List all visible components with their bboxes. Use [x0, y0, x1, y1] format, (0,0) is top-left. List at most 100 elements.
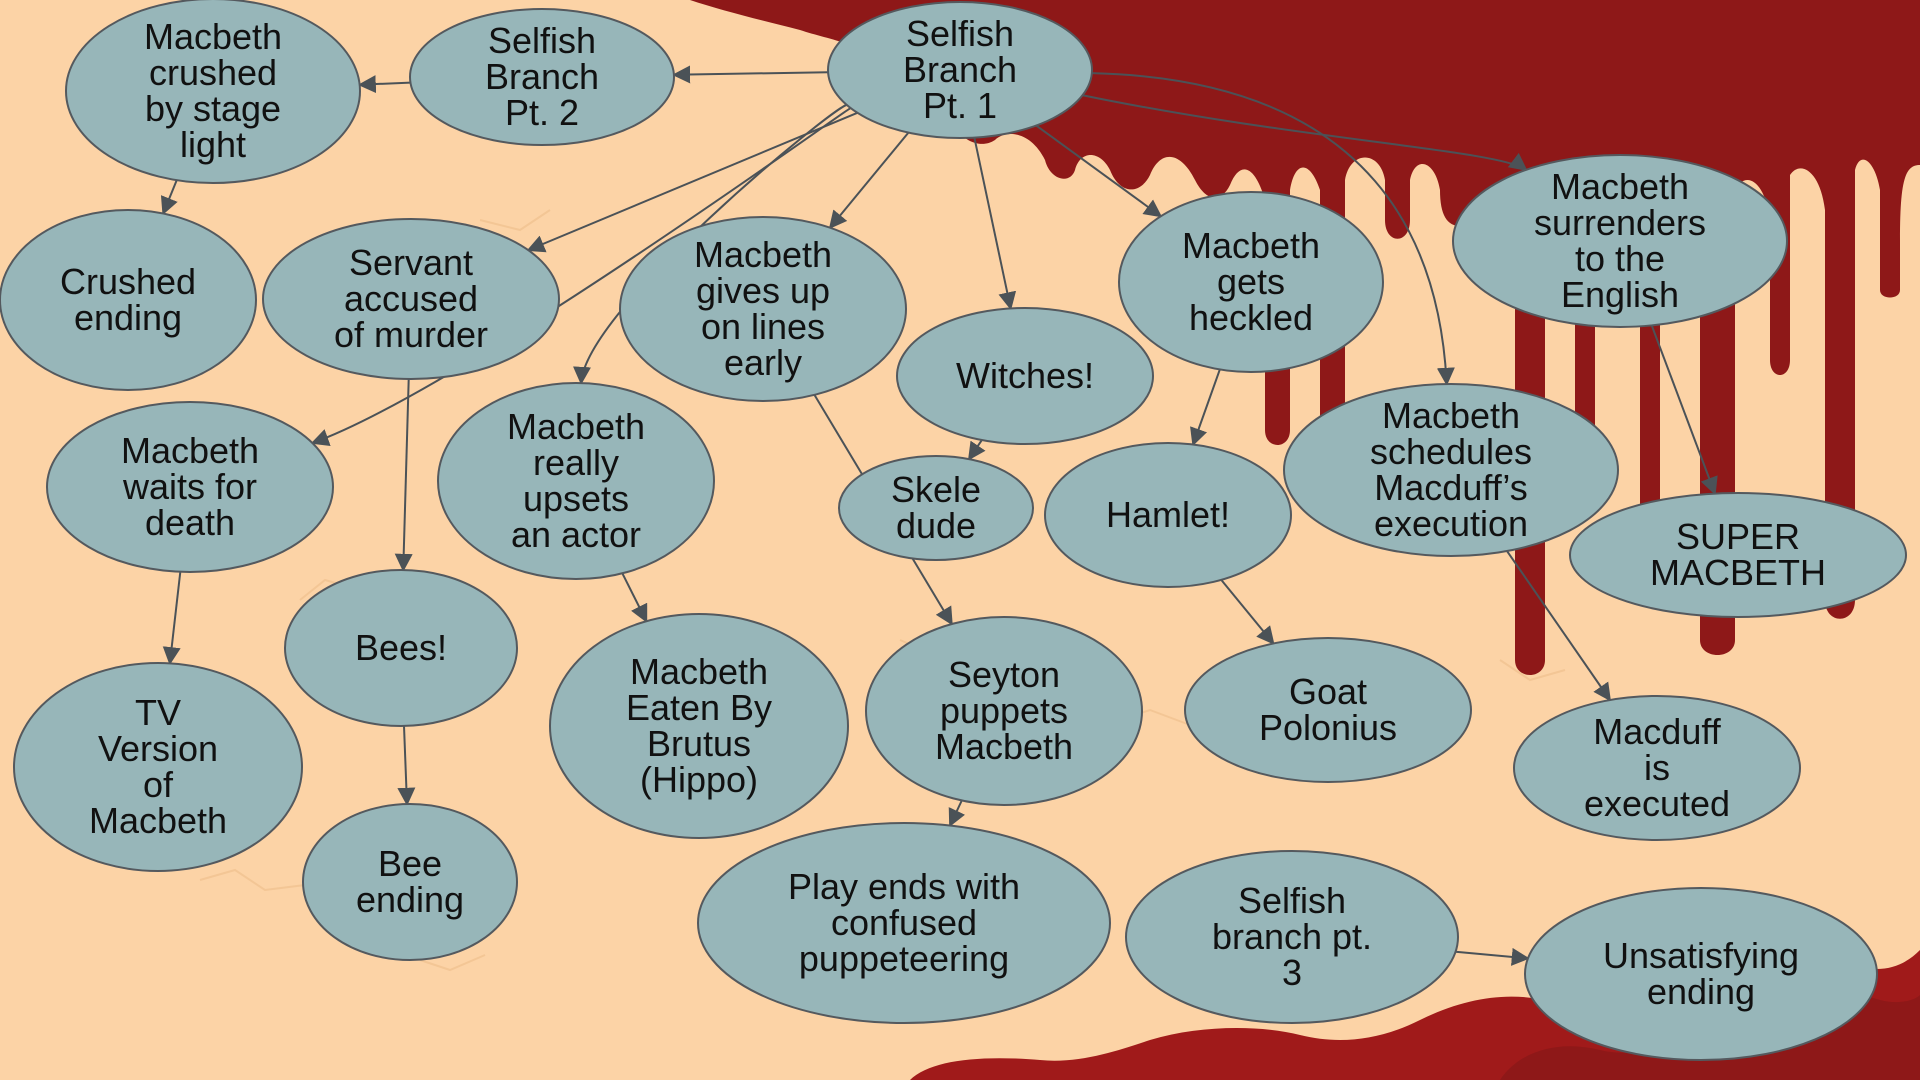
node-label-line: of murder — [334, 314, 488, 355]
node-label-line: Play ends with — [788, 866, 1020, 907]
node-label-line: Macbeth — [935, 726, 1073, 767]
node-label-line: crushed — [149, 52, 277, 93]
node-label-line: Selfish — [1238, 880, 1346, 921]
node-label-line: Macbeth — [507, 406, 645, 447]
edge-selfish1-to-witches — [973, 137, 1017, 311]
node-label-line: SUPER — [1676, 516, 1800, 557]
edge-upsets-to-eaten — [621, 572, 648, 623]
node-label-line: execution — [1374, 503, 1528, 544]
node-ellipse — [1524, 887, 1878, 1061]
node-label-line: Pt. 1 — [923, 85, 997, 126]
node-label: Bees! — [355, 627, 447, 668]
node-label-line: of — [143, 764, 174, 805]
node-label-line: Brutus — [647, 723, 751, 764]
node-label-line: schedules — [1370, 431, 1532, 472]
edge-seyton-to-confused — [948, 800, 966, 828]
node-ellipse — [262, 218, 560, 380]
edge-servant-to-bees — [394, 378, 413, 572]
node-label-line: Macbeth — [1382, 395, 1520, 436]
node-hamlet: Hamlet! — [1044, 442, 1292, 588]
node-label-line: upsets — [523, 478, 629, 519]
node-label-line: gives up — [696, 270, 830, 311]
edge-heckled-to-hamlet — [1190, 369, 1221, 447]
edge-selfish1-to-servant — [526, 111, 858, 253]
node-ellipse — [302, 803, 518, 961]
node-label-line: Polonius — [1259, 707, 1397, 748]
node-label-line: puppeteering — [799, 938, 1009, 979]
node-label-line: Pt. 2 — [505, 92, 579, 133]
edge-selfish2-to-crushed_light — [357, 75, 411, 94]
node-label-line: Eaten By — [626, 687, 772, 728]
node-label-line: Macbeth — [1551, 166, 1689, 207]
node-label-line: Bees! — [355, 627, 447, 668]
node-ellipse — [0, 209, 257, 391]
node-ellipse — [896, 307, 1154, 445]
node-label-line: Macbeth — [694, 234, 832, 275]
node-label-line: Crushed — [60, 261, 196, 302]
node-label-line: on lines — [701, 306, 825, 347]
node-ellipse — [619, 216, 907, 402]
node-ellipse — [284, 569, 518, 727]
edge-hamlet-to-goat — [1220, 579, 1275, 645]
node-label-line: ending — [1647, 971, 1755, 1012]
edge-selfish3-to-unsatisfying — [1455, 947, 1530, 966]
node-ellipse — [827, 1, 1093, 139]
edge-selfish1-to-waits — [310, 107, 852, 447]
node-label-line: an actor — [511, 514, 641, 555]
node-label-line: Macbeth — [89, 800, 227, 841]
node-ellipse — [65, 0, 361, 184]
edge-selfish1-to-heckled — [1035, 124, 1163, 218]
node-label-line: confused — [831, 902, 977, 943]
node-label-line: ending — [356, 879, 464, 920]
node-label-line: Unsatisfying — [1603, 935, 1799, 976]
node-label-line: Witches! — [956, 355, 1094, 396]
node-ellipse — [1283, 383, 1619, 557]
node-label-line: Macbeth — [121, 430, 259, 471]
node-ellipse — [865, 616, 1143, 806]
node-label-line: Hamlet! — [1106, 494, 1230, 535]
edge-selfish1-to-surrenders — [1082, 94, 1528, 171]
node-witches: Witches! — [896, 307, 1154, 445]
node-label-line: accused — [344, 278, 478, 319]
node-ellipse — [1044, 442, 1292, 588]
node-label-line: Bee — [378, 843, 442, 884]
node-label: Witches! — [956, 355, 1094, 396]
node-bees: Bees! — [284, 569, 518, 727]
node-label-line: MACBETH — [1650, 552, 1826, 593]
node-label-line: Branch — [903, 49, 1017, 90]
node-label-line: Goat — [1289, 671, 1367, 712]
edge-selfish1-to-gives_up — [828, 131, 910, 230]
node-label-line: English — [1561, 274, 1679, 315]
node-label-line: heckled — [1189, 297, 1313, 338]
node-label-line: (Hippo) — [640, 759, 758, 800]
node-ellipse — [409, 8, 675, 146]
edge-schedules-to-macduff_exec — [1506, 550, 1612, 702]
node-label-line: Macbeth — [1182, 225, 1320, 266]
node-label-line: Macduff — [1593, 711, 1721, 752]
